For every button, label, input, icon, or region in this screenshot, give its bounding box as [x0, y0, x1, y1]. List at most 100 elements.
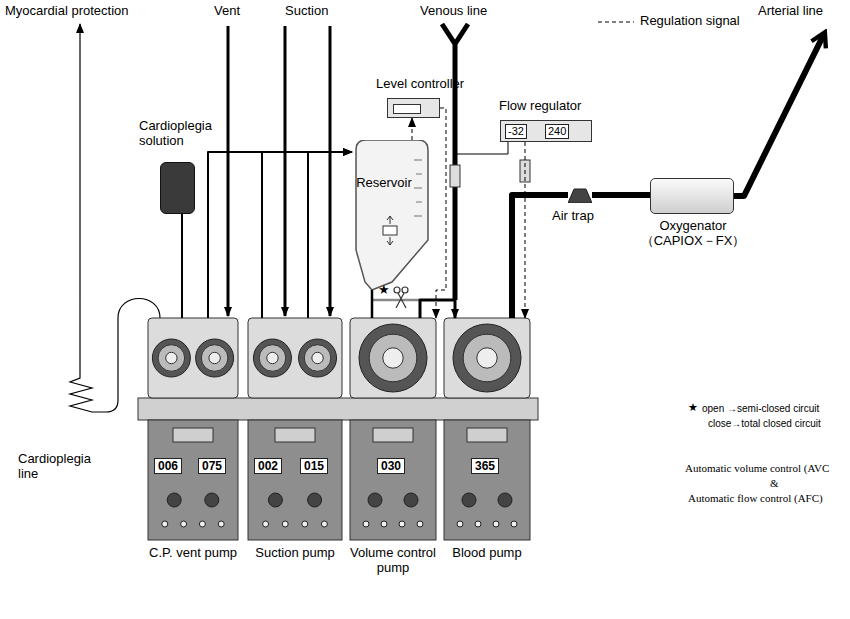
button [363, 521, 369, 527]
console-bar [138, 398, 538, 420]
air-trap-shape [568, 187, 592, 203]
control-panel [248, 420, 342, 540]
button [199, 521, 205, 527]
line-label: Vent [214, 4, 240, 19]
roller [201, 345, 228, 372]
roller-hub [312, 352, 323, 363]
roller [369, 334, 417, 382]
button [162, 521, 168, 527]
button [417, 521, 423, 527]
clamp-scissors [394, 287, 408, 308]
panel-screen [467, 428, 507, 442]
pump-display: 002 [254, 458, 282, 474]
pump-display: 006 [154, 458, 182, 474]
oxygenator: Oxygenator （CAPIOX－FX） [650, 178, 734, 214]
tube-connector [208, 152, 352, 318]
regulator-display: -32 [505, 124, 527, 139]
knob [404, 493, 418, 507]
air-trap-label: Air trap [552, 209, 594, 224]
button [381, 521, 387, 527]
button [475, 521, 481, 527]
tube-connector [592, 192, 650, 198]
star-mark: ★ [688, 401, 698, 414]
reservoir: Reservoir [352, 140, 432, 290]
pump-unit: 365Blood pump [442, 318, 532, 540]
note-text: close→total closed circuit [708, 418, 821, 430]
roller [299, 339, 337, 377]
button [399, 521, 405, 527]
line-label: Cardioplegia line [18, 452, 103, 482]
knob [205, 493, 219, 507]
sensor-wire [455, 142, 508, 165]
pump-drawings [148, 318, 530, 540]
line-label: Arterial line [758, 4, 823, 19]
pump-display: 365 [471, 458, 499, 474]
solution-bag: Cardioplegia solution [160, 162, 195, 214]
button [218, 521, 224, 527]
pump-head [444, 318, 530, 398]
roller-hub [209, 352, 220, 363]
suction-return-line [307, 152, 309, 318]
note-text: open →semi-closed circuit [702, 403, 819, 415]
knob [368, 493, 382, 507]
signal-connector [525, 142, 526, 318]
knob [498, 493, 512, 507]
note-text: Automatic flow control (AFC) [688, 492, 823, 505]
knob [308, 493, 322, 507]
pump-display: 015 [300, 458, 328, 474]
reservoir-outline [352, 140, 432, 290]
pump-display: 075 [198, 458, 226, 474]
panel-screen [373, 428, 413, 442]
suction-line [284, 26, 287, 316]
tube-connector [371, 290, 374, 318]
button [263, 521, 269, 527]
roller [253, 339, 291, 377]
tube-connector [181, 214, 183, 318]
button [302, 521, 308, 527]
flow-regulator: Flow regulator-32240 [500, 120, 592, 142]
controller-label: Level controller [376, 77, 464, 92]
signal-connector [436, 108, 446, 318]
level-controller: Level controller [387, 98, 440, 118]
roller [304, 345, 331, 372]
line-label: Suction [285, 4, 328, 19]
pump-unit: 030Volume control pump [348, 318, 438, 540]
panel-screen [173, 428, 213, 442]
roller [463, 334, 511, 382]
controller-screen [393, 104, 421, 114]
note-text: & [770, 477, 779, 490]
flow-sensor [450, 165, 460, 187]
pump-unit: 002015Suction pump [246, 318, 344, 540]
roller-hub [267, 352, 278, 363]
roller [453, 324, 521, 392]
roller [259, 345, 286, 372]
line-label: Venous line [420, 4, 487, 19]
roller [158, 345, 185, 372]
control-panel [444, 420, 530, 540]
pump-head [350, 318, 436, 398]
suction-line [329, 26, 332, 316]
legend-text: Regulation signal [640, 14, 740, 29]
button [181, 521, 187, 527]
regulator-display: 240 [545, 124, 569, 139]
pump-name: Blood pump [436, 546, 538, 561]
pump-head [148, 318, 238, 398]
panel-screen [275, 428, 315, 442]
roller [196, 339, 234, 377]
vent-line [227, 26, 230, 316]
control-panel [350, 420, 436, 540]
pump-display: 030 [377, 458, 405, 474]
roller-hub [477, 348, 497, 368]
button [457, 521, 463, 527]
knob [462, 493, 476, 507]
star-mark: ★ [378, 283, 390, 298]
note-text: Automatic volume control (AVC [685, 462, 829, 475]
roller [152, 339, 190, 377]
signal-connector [412, 118, 413, 140]
pump-unit: 006075C.P. vent pump [146, 318, 240, 540]
pump-head [248, 318, 342, 398]
button [511, 521, 517, 527]
